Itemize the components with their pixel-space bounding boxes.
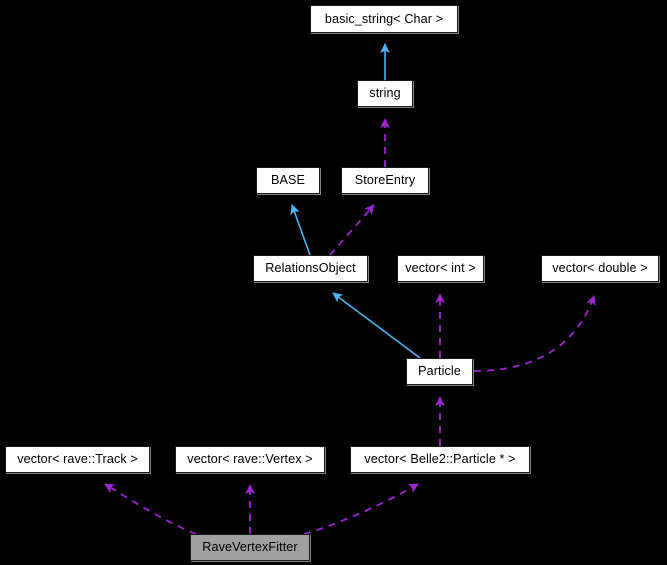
edge-particle-to-vector-double	[473, 295, 596, 372]
class-node-vector_belle2_particle[interactable]: vector< Belle2::Particle * >	[350, 446, 530, 473]
class-node-vector_rave_vertex[interactable]: vector< rave::Vertex >	[175, 446, 325, 473]
class-node-vector_double[interactable]: vector< double >	[541, 255, 659, 282]
class-node-label: vector< rave::Vertex >	[187, 452, 313, 467]
class-node-label: vector< double >	[552, 261, 648, 276]
edge-particle-to-relationsobject	[332, 292, 421, 359]
class-node-label: StoreEntry	[354, 173, 416, 188]
class-node-store_entry[interactable]: StoreEntry	[341, 167, 429, 194]
class-node-label: basic_string< Char >	[324, 11, 444, 26]
class-node-relations_object[interactable]: RelationsObject	[253, 255, 368, 282]
class-node-vector_int[interactable]: vector< int >	[397, 255, 484, 282]
class-node-base[interactable]: BASE	[256, 167, 320, 194]
edge-relationsobject-to-base	[290, 204, 311, 256]
edge-relationsobject-to-storeentry	[329, 204, 375, 256]
class-node-label: string	[369, 86, 401, 101]
class-node-string[interactable]: string	[357, 80, 413, 107]
class-node-label: BASE	[271, 173, 305, 188]
class-node-label: vector< rave::Track >	[17, 452, 138, 467]
class-node-particle[interactable]: Particle	[406, 358, 473, 385]
edge-ravevertexfitter-to-vector-belle2-particle	[303, 483, 419, 535]
class-node-rave_vertex_fitter[interactable]: RaveVertexFitter	[190, 534, 310, 561]
class-node-basic_string[interactable]: basic_string< Char >	[310, 5, 458, 33]
class-node-label: vector< Belle2::Particle * >	[364, 452, 516, 467]
class-node-label: Particle	[418, 364, 461, 379]
class-node-label: RelationsObject	[265, 261, 356, 276]
class-node-vector_rave_track[interactable]: vector< rave::Track >	[5, 446, 150, 473]
class-node-label: RaveVertexFitter	[202, 540, 298, 555]
edge-ravevertexfitter-to-vector-rave-track	[104, 483, 197, 535]
class-node-label: vector< int >	[405, 261, 476, 276]
